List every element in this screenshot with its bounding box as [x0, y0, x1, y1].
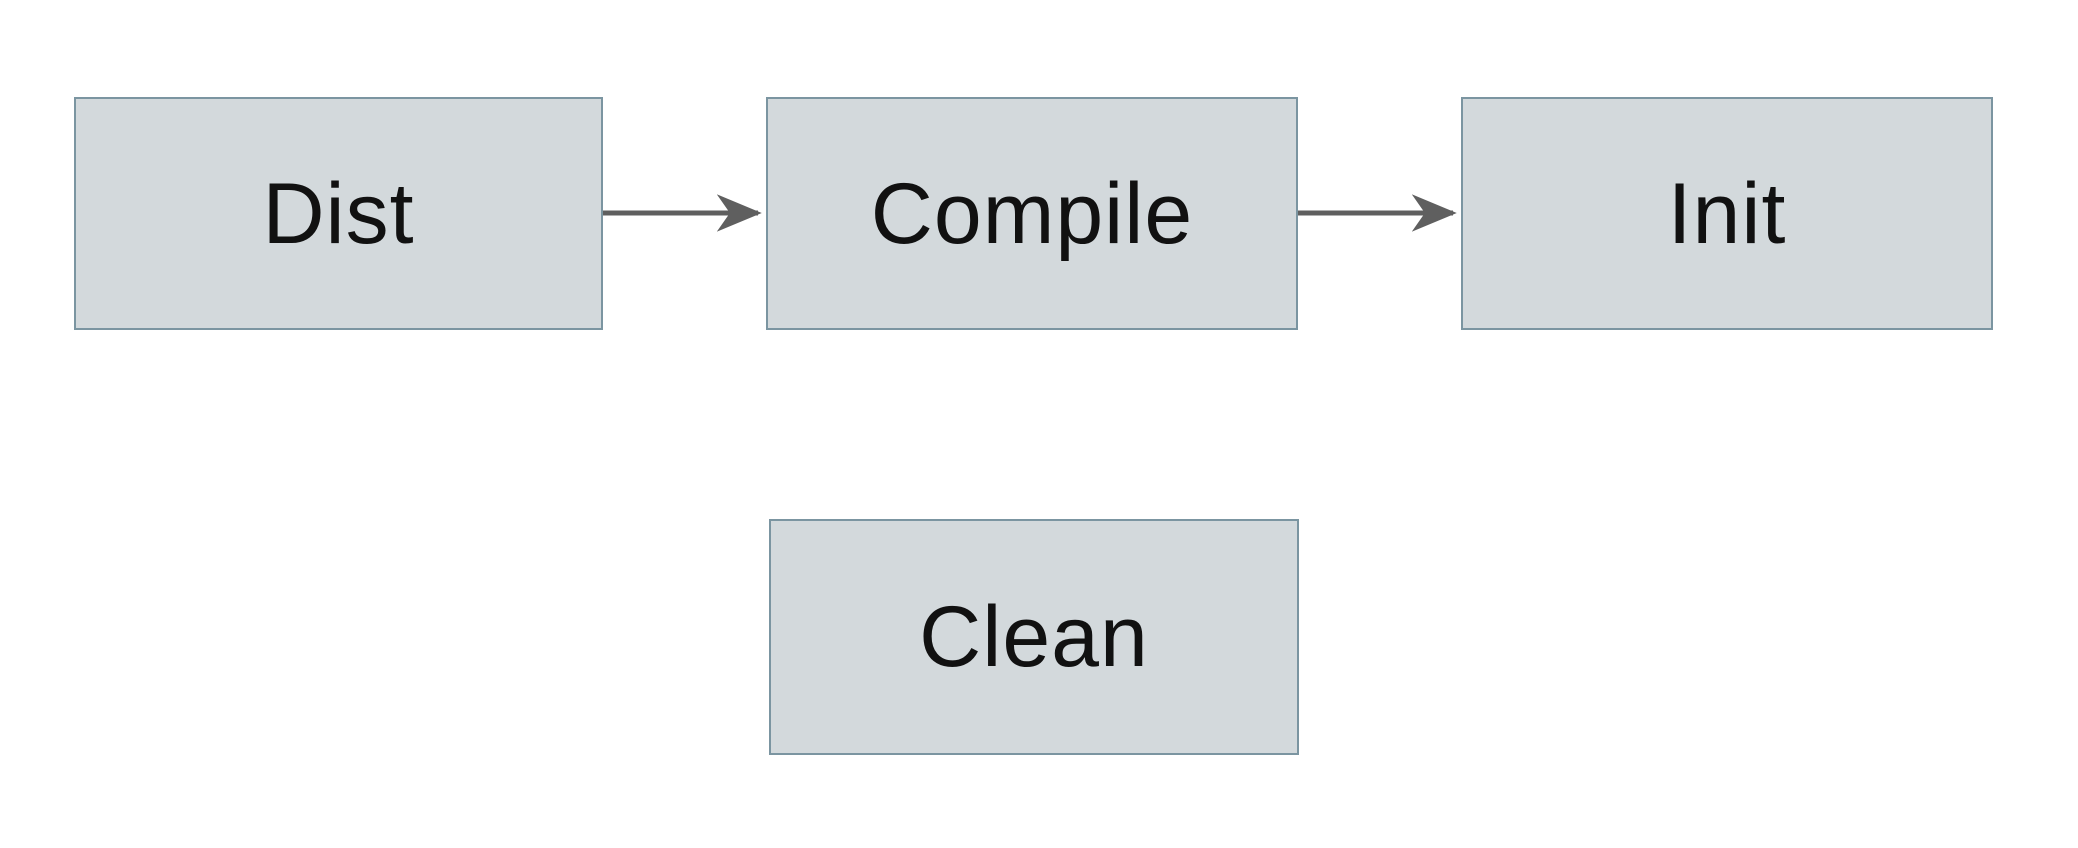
node-compile[interactable]: Compile [766, 97, 1298, 330]
node-dist-label: Dist [262, 165, 415, 262]
node-clean[interactable]: Clean [769, 519, 1299, 755]
node-clean-label: Clean [919, 589, 1149, 685]
node-init[interactable]: Init [1461, 97, 1993, 330]
node-init-label: Init [1667, 165, 1787, 262]
node-dist[interactable]: Dist [74, 97, 603, 330]
node-compile-label: Compile [870, 165, 1194, 262]
